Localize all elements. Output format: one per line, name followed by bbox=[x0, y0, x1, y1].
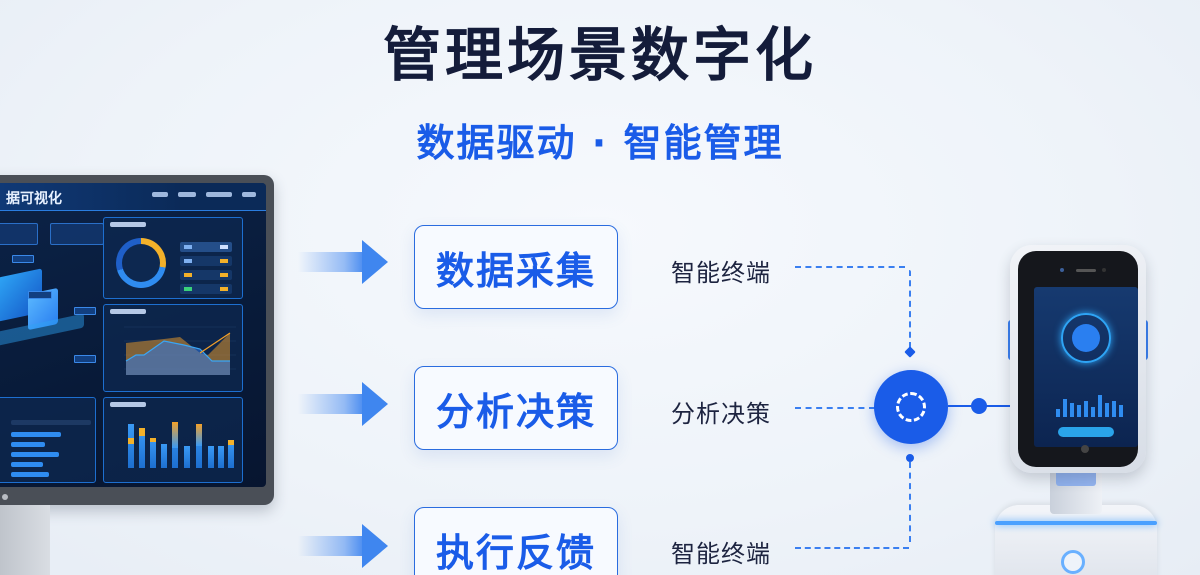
smart-terminal bbox=[1010, 245, 1146, 473]
scan-ring bbox=[1061, 313, 1111, 363]
connector-line bbox=[795, 547, 909, 549]
bar bbox=[128, 424, 134, 468]
kpi-card bbox=[0, 223, 38, 245]
nav-item[interactable] bbox=[178, 192, 196, 197]
bar bbox=[139, 428, 145, 468]
progress-list-panel bbox=[0, 397, 96, 483]
connector-node bbox=[904, 346, 916, 358]
connector-line bbox=[909, 462, 911, 542]
progress-track bbox=[11, 420, 91, 425]
donut-panel bbox=[103, 217, 243, 299]
monitor: 据可视化 bbox=[0, 175, 274, 505]
status-light bbox=[995, 521, 1157, 525]
panel-title bbox=[110, 309, 146, 314]
progress-bar bbox=[11, 462, 43, 467]
arrow-right-icon bbox=[298, 240, 390, 284]
monitor-stand bbox=[0, 505, 50, 575]
processing-hub[interactable] bbox=[874, 370, 948, 444]
dashboard-title: 据可视化 bbox=[6, 191, 62, 207]
camera-icon bbox=[1060, 268, 1064, 272]
bar bbox=[172, 422, 178, 468]
page-subtitle: 数据驱动 · 智能管理 bbox=[416, 121, 784, 165]
nav-item[interactable] bbox=[242, 192, 256, 197]
bar bbox=[196, 424, 202, 468]
legend-row bbox=[180, 242, 232, 252]
area-chart bbox=[124, 326, 236, 375]
loading-icon bbox=[896, 392, 926, 422]
nav-item[interactable] bbox=[206, 192, 232, 197]
panel-title bbox=[110, 402, 146, 407]
progress-bar bbox=[11, 432, 61, 437]
panel-title bbox=[110, 222, 146, 227]
connector-line bbox=[795, 407, 875, 409]
donut-chart bbox=[116, 238, 166, 288]
kpi-card bbox=[50, 223, 104, 245]
page-title: 管理场景数字化 bbox=[382, 21, 817, 89]
label-smart-terminal-bottom: 智能终端 bbox=[671, 540, 771, 568]
progress-bar bbox=[11, 452, 59, 457]
bar bbox=[184, 446, 190, 468]
label-analysis-decision: 分析决策 bbox=[671, 400, 771, 428]
nav-item[interactable] bbox=[152, 192, 168, 197]
step-analysis-decision[interactable]: 分析决策 bbox=[414, 366, 618, 450]
terminal-screen[interactable] bbox=[1034, 287, 1138, 447]
bar bbox=[208, 446, 214, 468]
connector-line bbox=[795, 266, 905, 268]
label-smart-terminal-top: 智能终端 bbox=[671, 259, 771, 287]
arrow-right-icon bbox=[298, 524, 390, 568]
bar bbox=[150, 438, 156, 468]
home-button[interactable] bbox=[1081, 445, 1089, 453]
robot-power-button[interactable] bbox=[1061, 550, 1085, 574]
speaker bbox=[1076, 269, 1096, 272]
label-tag bbox=[28, 291, 52, 299]
sensor bbox=[1102, 268, 1106, 272]
bar bbox=[218, 446, 224, 468]
id-card-icon bbox=[1072, 324, 1100, 352]
bar-chart-panel bbox=[103, 397, 243, 483]
arrow-right-icon bbox=[298, 382, 390, 426]
dashboard-screen: 据可视化 bbox=[0, 183, 266, 487]
legend-row bbox=[180, 284, 232, 294]
connector-line bbox=[909, 270, 911, 348]
legend-row bbox=[180, 270, 232, 280]
legend-row bbox=[180, 256, 232, 266]
progress-bar bbox=[11, 472, 49, 477]
bar bbox=[228, 440, 234, 468]
step-execution-feedback[interactable]: 执行反馈 bbox=[414, 507, 618, 575]
dashboard-nav bbox=[152, 192, 256, 197]
label-tag bbox=[74, 307, 96, 315]
robot-neck bbox=[1050, 468, 1102, 514]
terminal-action-button[interactable] bbox=[1058, 427, 1114, 437]
robot-base bbox=[995, 505, 1157, 575]
dashboard-header: 据可视化 bbox=[0, 183, 266, 211]
connector-node bbox=[971, 398, 987, 414]
bar bbox=[161, 444, 167, 468]
progress-bar bbox=[11, 442, 45, 447]
step-data-collection[interactable]: 数据采集 bbox=[414, 225, 618, 309]
area-chart-panel bbox=[103, 304, 243, 392]
power-led bbox=[2, 494, 8, 500]
label-tag bbox=[12, 255, 34, 263]
label-tag bbox=[74, 355, 96, 363]
